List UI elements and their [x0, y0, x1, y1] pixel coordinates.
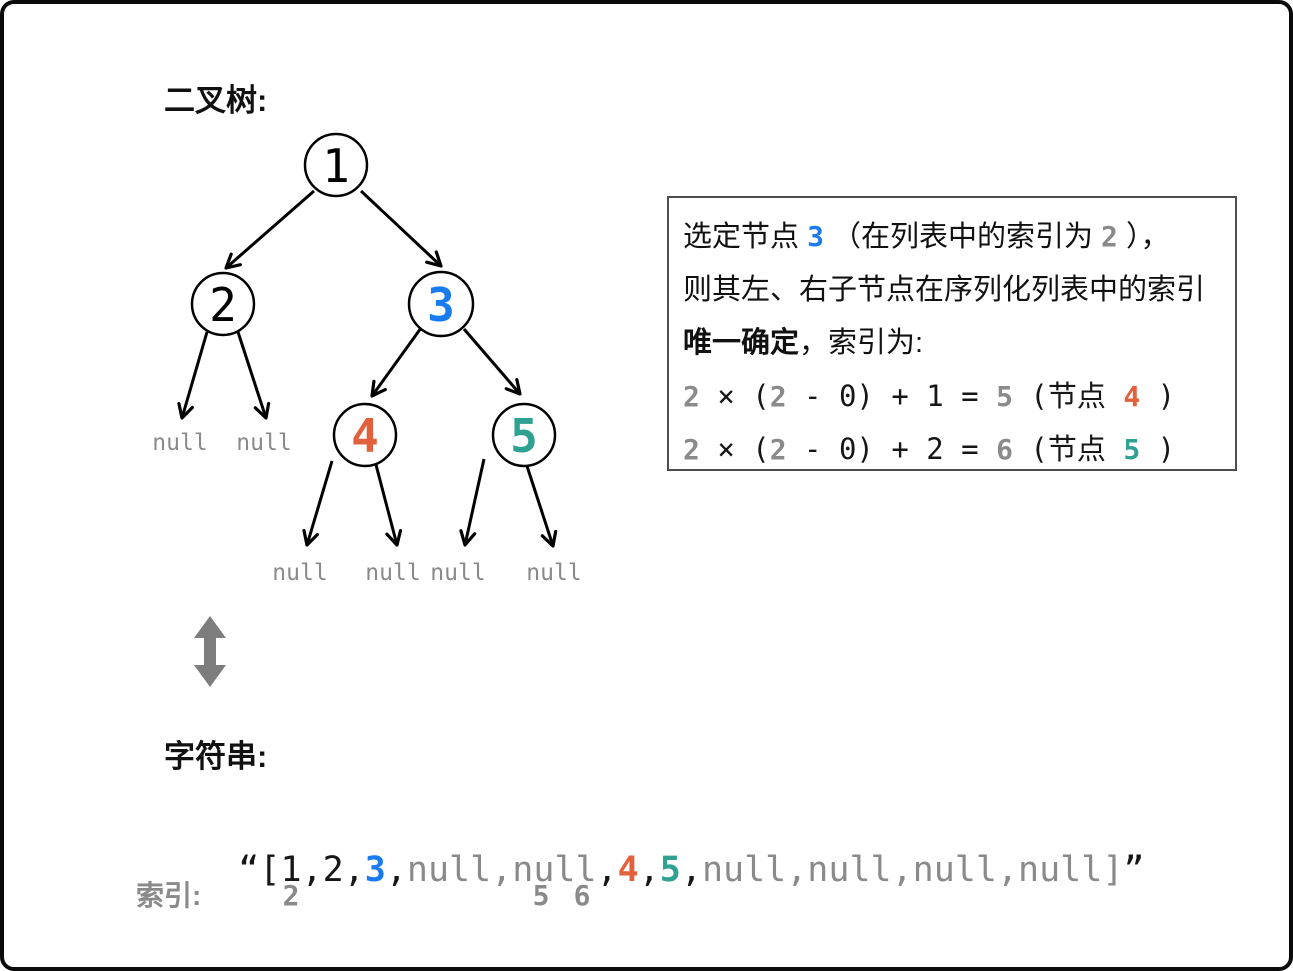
- formula-node-label: ): [1140, 432, 1176, 466]
- index-row-label: 索引:: [136, 880, 202, 911]
- formula-node-label: ): [1140, 379, 1176, 413]
- tree-node-circle-5: [491, 402, 557, 468]
- info-text-bold: 唯一确定: [683, 327, 800, 359]
- serialized-string: “[1,2,3,null,null,4,5,null,null,null,nul…: [154, 807, 1144, 933]
- tree-node-circle-2: [190, 271, 256, 337]
- string-token-4: 4: [617, 850, 639, 890]
- formula-operator: - 0) + 1 =: [786, 379, 997, 413]
- null-leaf-label: null: [152, 430, 207, 456]
- string-token: ,: [680, 850, 702, 890]
- index-marker-6: 6: [573, 879, 591, 912]
- string-token: ,: [385, 850, 407, 890]
- info-text: ），: [1117, 221, 1170, 253]
- edge-5-to-null-right: [524, 462, 558, 548]
- string-token: null,null: [406, 850, 597, 890]
- formula-node-value: 4: [1123, 380, 1141, 413]
- null-leaf-label: null: [526, 560, 581, 586]
- edge-4-to-null-left: [302, 460, 334, 547]
- formula-result: 5: [996, 380, 1013, 413]
- formula-operator: × (: [699, 379, 770, 413]
- info-line-2: 则其左、右子节点在序列化列表中的索引: [683, 265, 1235, 318]
- edge-1-to-2: [224, 189, 315, 270]
- null-leaf-label: null: [365, 560, 420, 586]
- tree-diagram: 1 2 3 4 5 null null null null null null: [152, 132, 582, 687]
- formula-operator: - 0) + 2 =: [786, 432, 997, 466]
- edge-2-to-null-left: [177, 331, 209, 420]
- tree-node-circle-1: [303, 132, 369, 198]
- edge-2-to-null-right: [236, 331, 271, 420]
- up-down-arrow-icon: [194, 616, 226, 687]
- null-leaf-label: null: [236, 430, 291, 456]
- formula-operand: 2: [683, 380, 700, 413]
- info-text: 则其左、右子节点在序列化列表中的索引: [683, 274, 1206, 306]
- formula-operand: 2: [683, 433, 700, 466]
- tree-section-title: 二叉树:: [164, 83, 268, 118]
- string-token: ”: [1123, 850, 1145, 890]
- formula-result: 6: [996, 433, 1013, 466]
- tree-node-circle-3: [407, 270, 475, 338]
- string-token: null,null,null,null: [701, 850, 1103, 890]
- edge-5-to-null-left: [459, 458, 486, 547]
- string-token: “[1,2,: [238, 850, 365, 890]
- info-text: 选定节点: [683, 221, 808, 253]
- tree-node-value-5: 5: [510, 409, 538, 463]
- formula-operator: × (: [699, 432, 770, 466]
- formula-line-1: 2 × (2 - 0) + 1 = 5 (节点 4 ): [683, 371, 1235, 424]
- info-text: （在列表中的索引为: [823, 221, 1102, 253]
- tree-node-value-3: 3: [427, 278, 455, 332]
- index-marker-5: 5: [532, 879, 550, 912]
- edge-1-to-3: [359, 189, 443, 268]
- string-token: ,: [596, 850, 618, 890]
- info-box: 选定节点 3 （在列表中的索引为 2 ）， 则其左、右子节点在序列化列表中的索引…: [667, 196, 1237, 471]
- string-token-3: 3: [364, 850, 386, 890]
- string-token-5: 5: [659, 850, 681, 890]
- tree-node-value-1: 1: [322, 139, 350, 193]
- tree-node-circle-4: [332, 402, 398, 468]
- formula-operand: 2: [769, 433, 787, 466]
- edge-3-to-4: [370, 327, 423, 398]
- info-line-3: 唯一确定，索引为:: [683, 318, 1235, 371]
- formula-node-value: 5: [1123, 433, 1141, 466]
- formula-node-label: (节点: [1012, 432, 1124, 466]
- formula-operand: 2: [769, 380, 787, 413]
- formula-node-label: (节点: [1012, 379, 1124, 413]
- string-token: ,: [638, 850, 660, 890]
- selected-node-value: 3: [807, 220, 824, 253]
- null-leaf-label: null: [430, 560, 485, 586]
- edge-3-to-5: [462, 328, 522, 396]
- index-marker-2: 2: [282, 879, 300, 912]
- null-leaf-label: null: [272, 560, 327, 586]
- string-section-title: 字符串:: [164, 739, 268, 774]
- edge-4-to-null-right: [373, 460, 403, 547]
- tree-node-value-2: 2: [209, 278, 237, 332]
- formula-line-2: 2 × (2 - 0) + 2 = 6 (节点 5 ): [683, 424, 1235, 477]
- info-line-1: 选定节点 3 （在列表中的索引为 2 ），: [683, 212, 1235, 265]
- info-text: ，索引为:: [799, 327, 924, 359]
- string-token: ]: [1102, 850, 1124, 890]
- selected-node-index: 2: [1101, 220, 1118, 253]
- tree-node-value-4: 4: [351, 409, 379, 463]
